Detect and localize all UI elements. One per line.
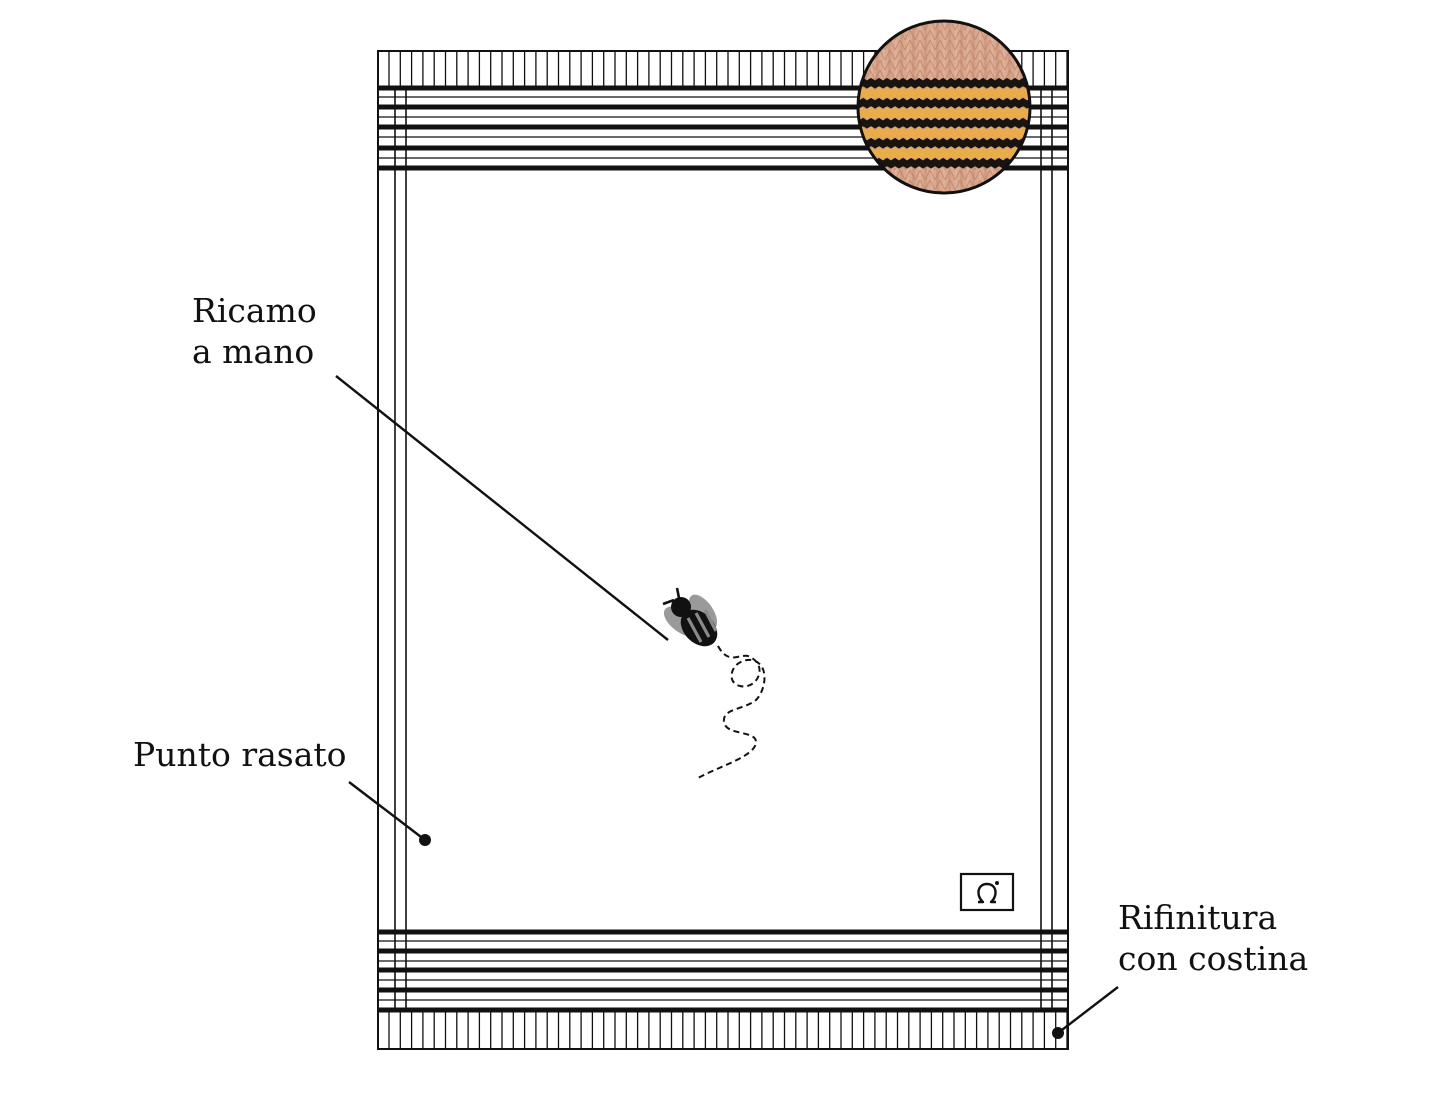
stripe-band-bottom xyxy=(378,929,1068,1013)
knit-texture-detail xyxy=(856,19,1032,195)
leader-line-ricamo xyxy=(335,375,669,641)
knit-stripe xyxy=(859,107,1029,120)
side-border-left xyxy=(394,88,407,1012)
side-border-right xyxy=(1040,88,1053,1012)
omega-logo-icon xyxy=(959,872,1015,912)
bee-icon xyxy=(662,587,766,779)
knit-stripe xyxy=(859,137,1029,149)
leader-line-rifinitura xyxy=(1057,986,1119,1034)
knit-stripe xyxy=(859,117,1029,129)
label-rifinitura-con-costina: Rifinitura con costina xyxy=(1118,897,1308,979)
knit-stripe xyxy=(859,147,1029,160)
knit-stripe xyxy=(859,97,1029,109)
label-punto-rasato: Punto rasato xyxy=(133,734,347,775)
label-rifinitura-line1: Rifinitura xyxy=(1118,898,1278,937)
leader-dot-rifinitura xyxy=(1052,1027,1064,1039)
ribbing-bottom xyxy=(388,1012,1068,1049)
label-punto-text: Punto rasato xyxy=(133,735,347,774)
label-ricamo-line1: Ricamo xyxy=(192,291,317,330)
knit-stripe xyxy=(859,77,1029,89)
leader-line-punto xyxy=(348,781,426,841)
blanket-outline xyxy=(377,50,1069,1050)
leader-dot-punto xyxy=(419,834,431,846)
label-rifinitura-line2: con costina xyxy=(1118,939,1309,978)
stripe-band-top xyxy=(378,85,1068,171)
knit-stripe xyxy=(859,87,1029,100)
label-ricamo-a-mano: Ricamo a mano xyxy=(192,290,317,372)
label-ricamo-line2: a mano xyxy=(192,332,315,371)
knit-stripe xyxy=(859,127,1029,140)
